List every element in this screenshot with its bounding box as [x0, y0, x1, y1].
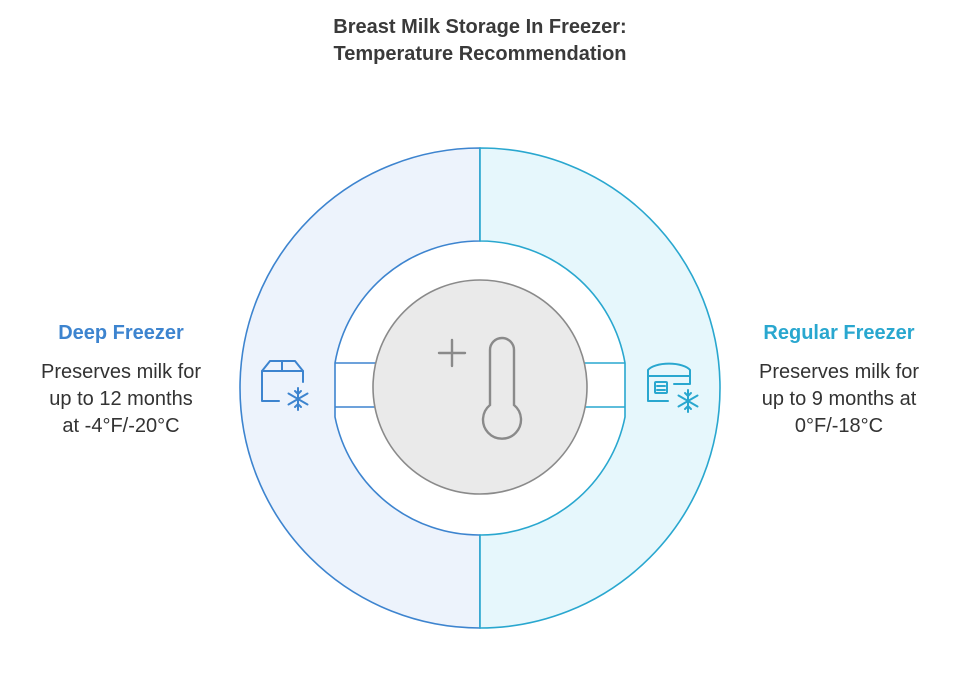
regular-freezer-desc-line-1: Preserves milk for	[758, 361, 920, 383]
regular-freezer-segment	[479, 147, 721, 629]
diagram-title: Breast Milk Storage In Freezer: Temperat…	[0, 14, 960, 68]
deep-freezer-title: Deep Freezer	[58, 322, 184, 344]
title-line-1: Breast Milk Storage In Freezer:	[333, 16, 627, 38]
regular-freezer-title: Regular Freezer	[763, 322, 915, 344]
center-hub	[372, 279, 588, 495]
deep-freezer-desc-line-2: up to 12 months	[49, 388, 193, 410]
regular-freezer-desc-line-3: 0°F/-18°C	[794, 415, 884, 437]
regular-freezer-cabinet-snowflake-icon	[647, 362, 699, 413]
deep-freezer-description: Preserves milk for up to 12 months at -4…	[6, 359, 236, 440]
thermometer-plus-icon	[437, 336, 523, 440]
regular-freezer-description: Preserves milk for up to 9 months at 0°F…	[724, 359, 954, 440]
deep-freezer-box-snowflake-icon	[261, 360, 309, 411]
deep-freezer-desc-line-1: Preserves milk for	[40, 361, 202, 383]
regular-freezer-desc-line-2: up to 9 months at	[761, 388, 917, 410]
deep-freezer-panel: Deep Freezer Preserves milk for up to 12…	[6, 318, 236, 440]
deep-freezer-desc-line-3: at -4°F/-20°C	[62, 415, 180, 437]
regular-freezer-panel: Regular Freezer Preserves milk for up to…	[724, 318, 954, 440]
deep-freezer-segment	[239, 147, 481, 629]
title-line-2: Temperature Recommendation	[333, 43, 627, 65]
